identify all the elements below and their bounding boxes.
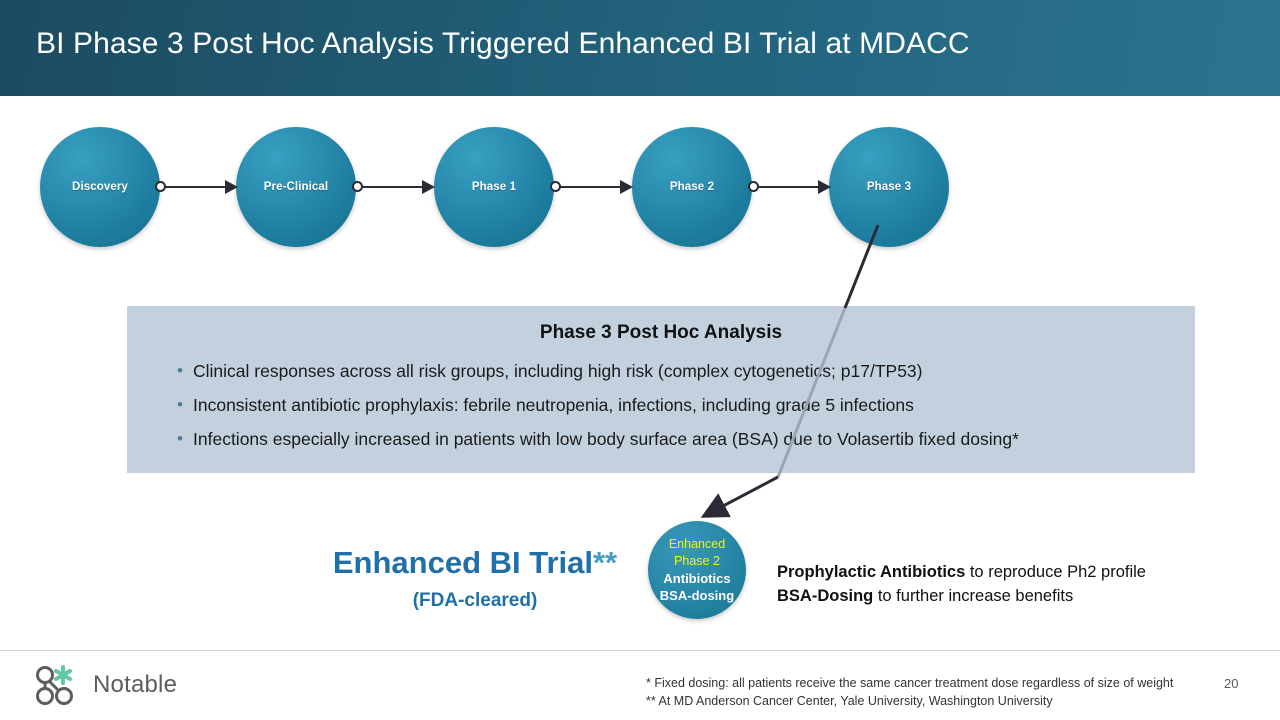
- notable-wordmark: Notable: [93, 671, 178, 698]
- pipeline-connector-3: [550, 180, 636, 194]
- notable-logo: Notable: [32, 663, 177, 707]
- connector-line: [560, 186, 622, 189]
- panel-title: Phase 3 Post Hoc Analysis: [539, 322, 783, 343]
- list-item-text: Clinical responses across all risk group…: [193, 361, 923, 381]
- pipeline-stage-phase-1[interactable]: Phase 1: [434, 127, 554, 247]
- connector-start-dot: [155, 181, 166, 192]
- pipeline-connector-4: [748, 180, 834, 194]
- footnote-2: ** At MD Anderson Cancer Center, Yale Un…: [646, 694, 1053, 708]
- list-item: • Infections especially increased in pat…: [157, 428, 1175, 450]
- list-item-text: Inconsistent antibiotic prophylaxis: feb…: [193, 395, 914, 415]
- arrow-head-icon: [422, 180, 435, 194]
- description-line-2-bold: BSA-Dosing: [777, 587, 874, 605]
- bullet-icon: •: [177, 361, 183, 380]
- pipeline-stage-label: Pre-Clinical: [263, 181, 329, 193]
- pipeline-connector-2: [352, 180, 438, 194]
- description-line-1-rest: to reproduce Ph2 profile: [965, 563, 1146, 581]
- enhanced-circle-line-2: Phase 2: [674, 554, 720, 568]
- pipeline-stage-label: Phase 3: [866, 181, 912, 193]
- notable-graph-icon: [36, 665, 73, 705]
- enhanced-trial-headline: Enhanced BI Trial**: [300, 545, 650, 581]
- description-line-1-bold: Prophylactic Antibiotics: [777, 563, 966, 581]
- list-item-text: Infections especially increased in patie…: [193, 429, 1019, 449]
- footer-divider: [0, 650, 1280, 651]
- pipeline-connector-1: [155, 180, 241, 194]
- connector-start-dot: [550, 181, 561, 192]
- arrow-head-icon: [225, 180, 238, 194]
- pipeline-stage-discovery[interactable]: Discovery: [40, 127, 160, 247]
- bullet-icon: •: [177, 429, 183, 448]
- page-title: BI Phase 3 Post Hoc Analysis Triggered E…: [36, 27, 970, 60]
- arrow-head-icon: [620, 180, 633, 194]
- post-hoc-analysis-panel: Phase 3 Post Hoc Analysis • Clinical res…: [127, 306, 1195, 473]
- bullet-icon: •: [177, 395, 183, 414]
- description-line-2-rest: to further increase benefits: [873, 587, 1074, 605]
- connector-start-dot: [352, 181, 363, 192]
- enhanced-circle-line-1: Enhanced: [668, 537, 726, 551]
- list-item: • Clinical responses across all risk gro…: [157, 360, 1175, 382]
- enhanced-circle-line-3: Antibiotics: [663, 571, 731, 586]
- pipeline-stage-phase-3[interactable]: Phase 3: [829, 127, 949, 247]
- pipeline-stage-label: Phase 2: [669, 181, 715, 193]
- footnote-1: * Fixed dosing: all patients receive the…: [646, 676, 1174, 690]
- connector-line: [165, 186, 227, 189]
- enhanced-circle-line-4: BSA-dosing: [659, 588, 735, 603]
- enhanced-phase2-circle[interactable]: Enhanced Phase 2 Antibiotics BSA-dosing: [648, 521, 746, 619]
- connector-line: [758, 186, 820, 189]
- footnotes: * Fixed dosing: all patients receive the…: [646, 674, 1173, 710]
- list-item: • Inconsistent antibiotic prophylaxis: f…: [157, 394, 1175, 416]
- description-line-2: BSA-Dosing to further increase benefits: [777, 584, 1146, 608]
- connector-start-dot: [748, 181, 759, 192]
- enhanced-trial-footnote-marker: **: [592, 545, 618, 580]
- pipeline-stage-label: Discovery: [72, 181, 128, 193]
- pipeline-stage-label: Phase 1: [471, 181, 517, 193]
- enhanced-trial-description: Prophylactic Antibiotics to reproduce Ph…: [777, 560, 1146, 608]
- connector-line: [362, 186, 424, 189]
- slide-header-bar: BI Phase 3 Post Hoc Analysis Triggered E…: [0, 0, 1280, 96]
- description-line-1: Prophylactic Antibiotics to reproduce Ph…: [777, 560, 1146, 584]
- enhanced-trial-headline-text: Enhanced BI Trial: [332, 545, 593, 580]
- pipeline-stage-pre-clinical[interactable]: Pre-Clinical: [236, 127, 356, 247]
- enhanced-trial-subtitle: (FDA-cleared): [412, 590, 538, 611]
- pipeline-stage-phase-2[interactable]: Phase 2: [632, 127, 752, 247]
- arrow-head-icon: [818, 180, 831, 194]
- page-number: 20: [1224, 676, 1239, 691]
